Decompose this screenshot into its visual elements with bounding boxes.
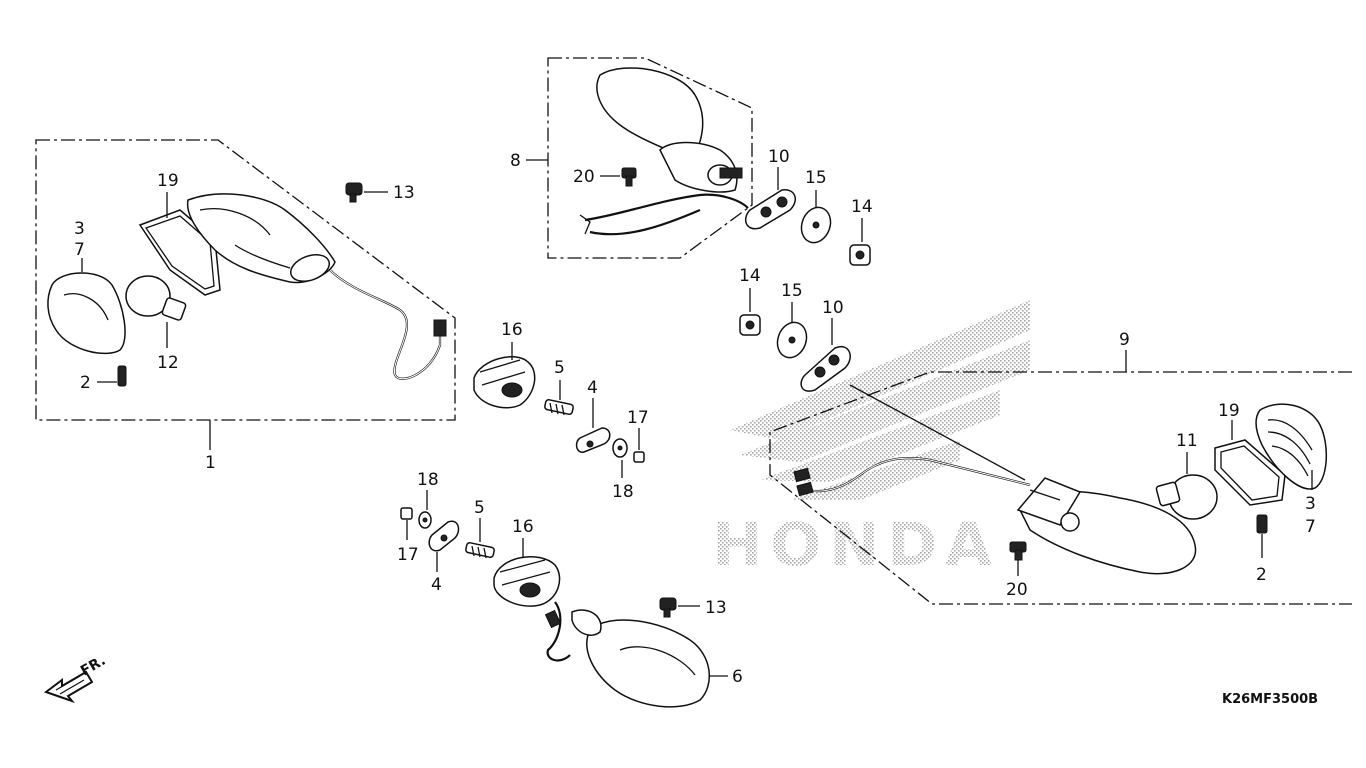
nut-17-lower [400, 507, 413, 520]
rubber-mount-16-lower [493, 556, 561, 607]
callout-2-left: 2 [80, 373, 91, 393]
screw-20-right [1009, 541, 1027, 561]
bolt-13-top [345, 182, 363, 203]
callout-7-left: 7 [74, 240, 85, 260]
indicator-lens-right [1255, 403, 1328, 490]
callout-7-right: 7 [1305, 517, 1316, 537]
bulb-11 [1155, 474, 1218, 520]
callout-19-right: 19 [1218, 401, 1240, 421]
callout-17-upper: 17 [627, 408, 649, 428]
callout-8: 8 [510, 151, 521, 171]
callout-9: 9 [1119, 330, 1130, 350]
screw-20-mirror [621, 167, 637, 187]
indicator-lens-left [47, 272, 126, 355]
callout-19-left: 19 [157, 171, 179, 191]
callout-5-lower: 5 [474, 498, 485, 518]
group-8-boundary [547, 57, 753, 259]
bulb-12 [125, 275, 187, 321]
callout-6: 6 [732, 667, 743, 687]
plate-10-top [744, 189, 797, 230]
callout-5-upper: 5 [554, 358, 565, 378]
callout-4-upper: 4 [587, 378, 598, 398]
callout-13-top: 13 [393, 183, 415, 203]
bolt-13-lower [659, 597, 677, 618]
callout-15-top: 15 [805, 168, 827, 188]
callout-12: 12 [157, 353, 179, 373]
callout-17-lower: 17 [397, 545, 419, 565]
callout-16-lower: 16 [512, 517, 534, 537]
screw-2-left [117, 365, 127, 387]
callout-14-mid: 14 [739, 266, 761, 286]
plate-4-upper [575, 427, 611, 453]
callout-16-upper: 16 [501, 320, 523, 340]
callout-20-right: 20 [1006, 580, 1028, 600]
callout-1: 1 [205, 453, 216, 473]
callout-11: 11 [1176, 431, 1198, 451]
callout-18-lower: 18 [417, 470, 439, 490]
mirror-8 [579, 67, 749, 236]
callout-3-right: 3 [1305, 494, 1316, 514]
indicator-6 [544, 601, 710, 708]
honda-watermark-text: HONDA [712, 510, 1000, 580]
fr-label: FR. [78, 653, 108, 680]
callout-13-lower: 13 [705, 598, 727, 618]
callout-2-right: 2 [1256, 565, 1267, 585]
front-direction-arrow-icon: FR. [43, 653, 108, 704]
honda-wing-watermark: HONDA [712, 300, 1030, 580]
diagram-code: K26MF3500B [1222, 692, 1318, 707]
group-9-boundary [769, 371, 1352, 605]
callout-10-mid: 10 [822, 298, 844, 318]
nut-14-mid [739, 314, 761, 336]
callout-20-mirror: 20 [573, 167, 595, 187]
plate-10-mid [800, 345, 851, 392]
washer-15-top [800, 206, 832, 244]
washer-18-lower [418, 511, 432, 529]
screw-2-right [1256, 514, 1268, 534]
nut-14-top [849, 244, 871, 266]
callout-18-upper: 18 [612, 482, 634, 502]
indicator-housing-left [186, 193, 447, 380]
plate-4-lower [428, 520, 460, 552]
rubber-mount-16-upper [473, 356, 536, 409]
callout-10-top: 10 [768, 147, 790, 167]
indicator-housing-right [793, 384, 1197, 575]
nut-17-upper [633, 451, 645, 463]
washer-15-mid [776, 321, 808, 359]
callout-4-lower: 4 [431, 575, 442, 595]
washer-18-upper [612, 438, 628, 458]
callout-3-left: 3 [74, 219, 85, 239]
stud-5-upper [544, 399, 574, 416]
group-1-boundary [35, 139, 456, 421]
gasket-19-right [1214, 439, 1286, 506]
callout-14-top: 14 [851, 197, 873, 217]
stud-5-lower [465, 542, 495, 559]
callout-15-mid: 15 [781, 281, 803, 301]
